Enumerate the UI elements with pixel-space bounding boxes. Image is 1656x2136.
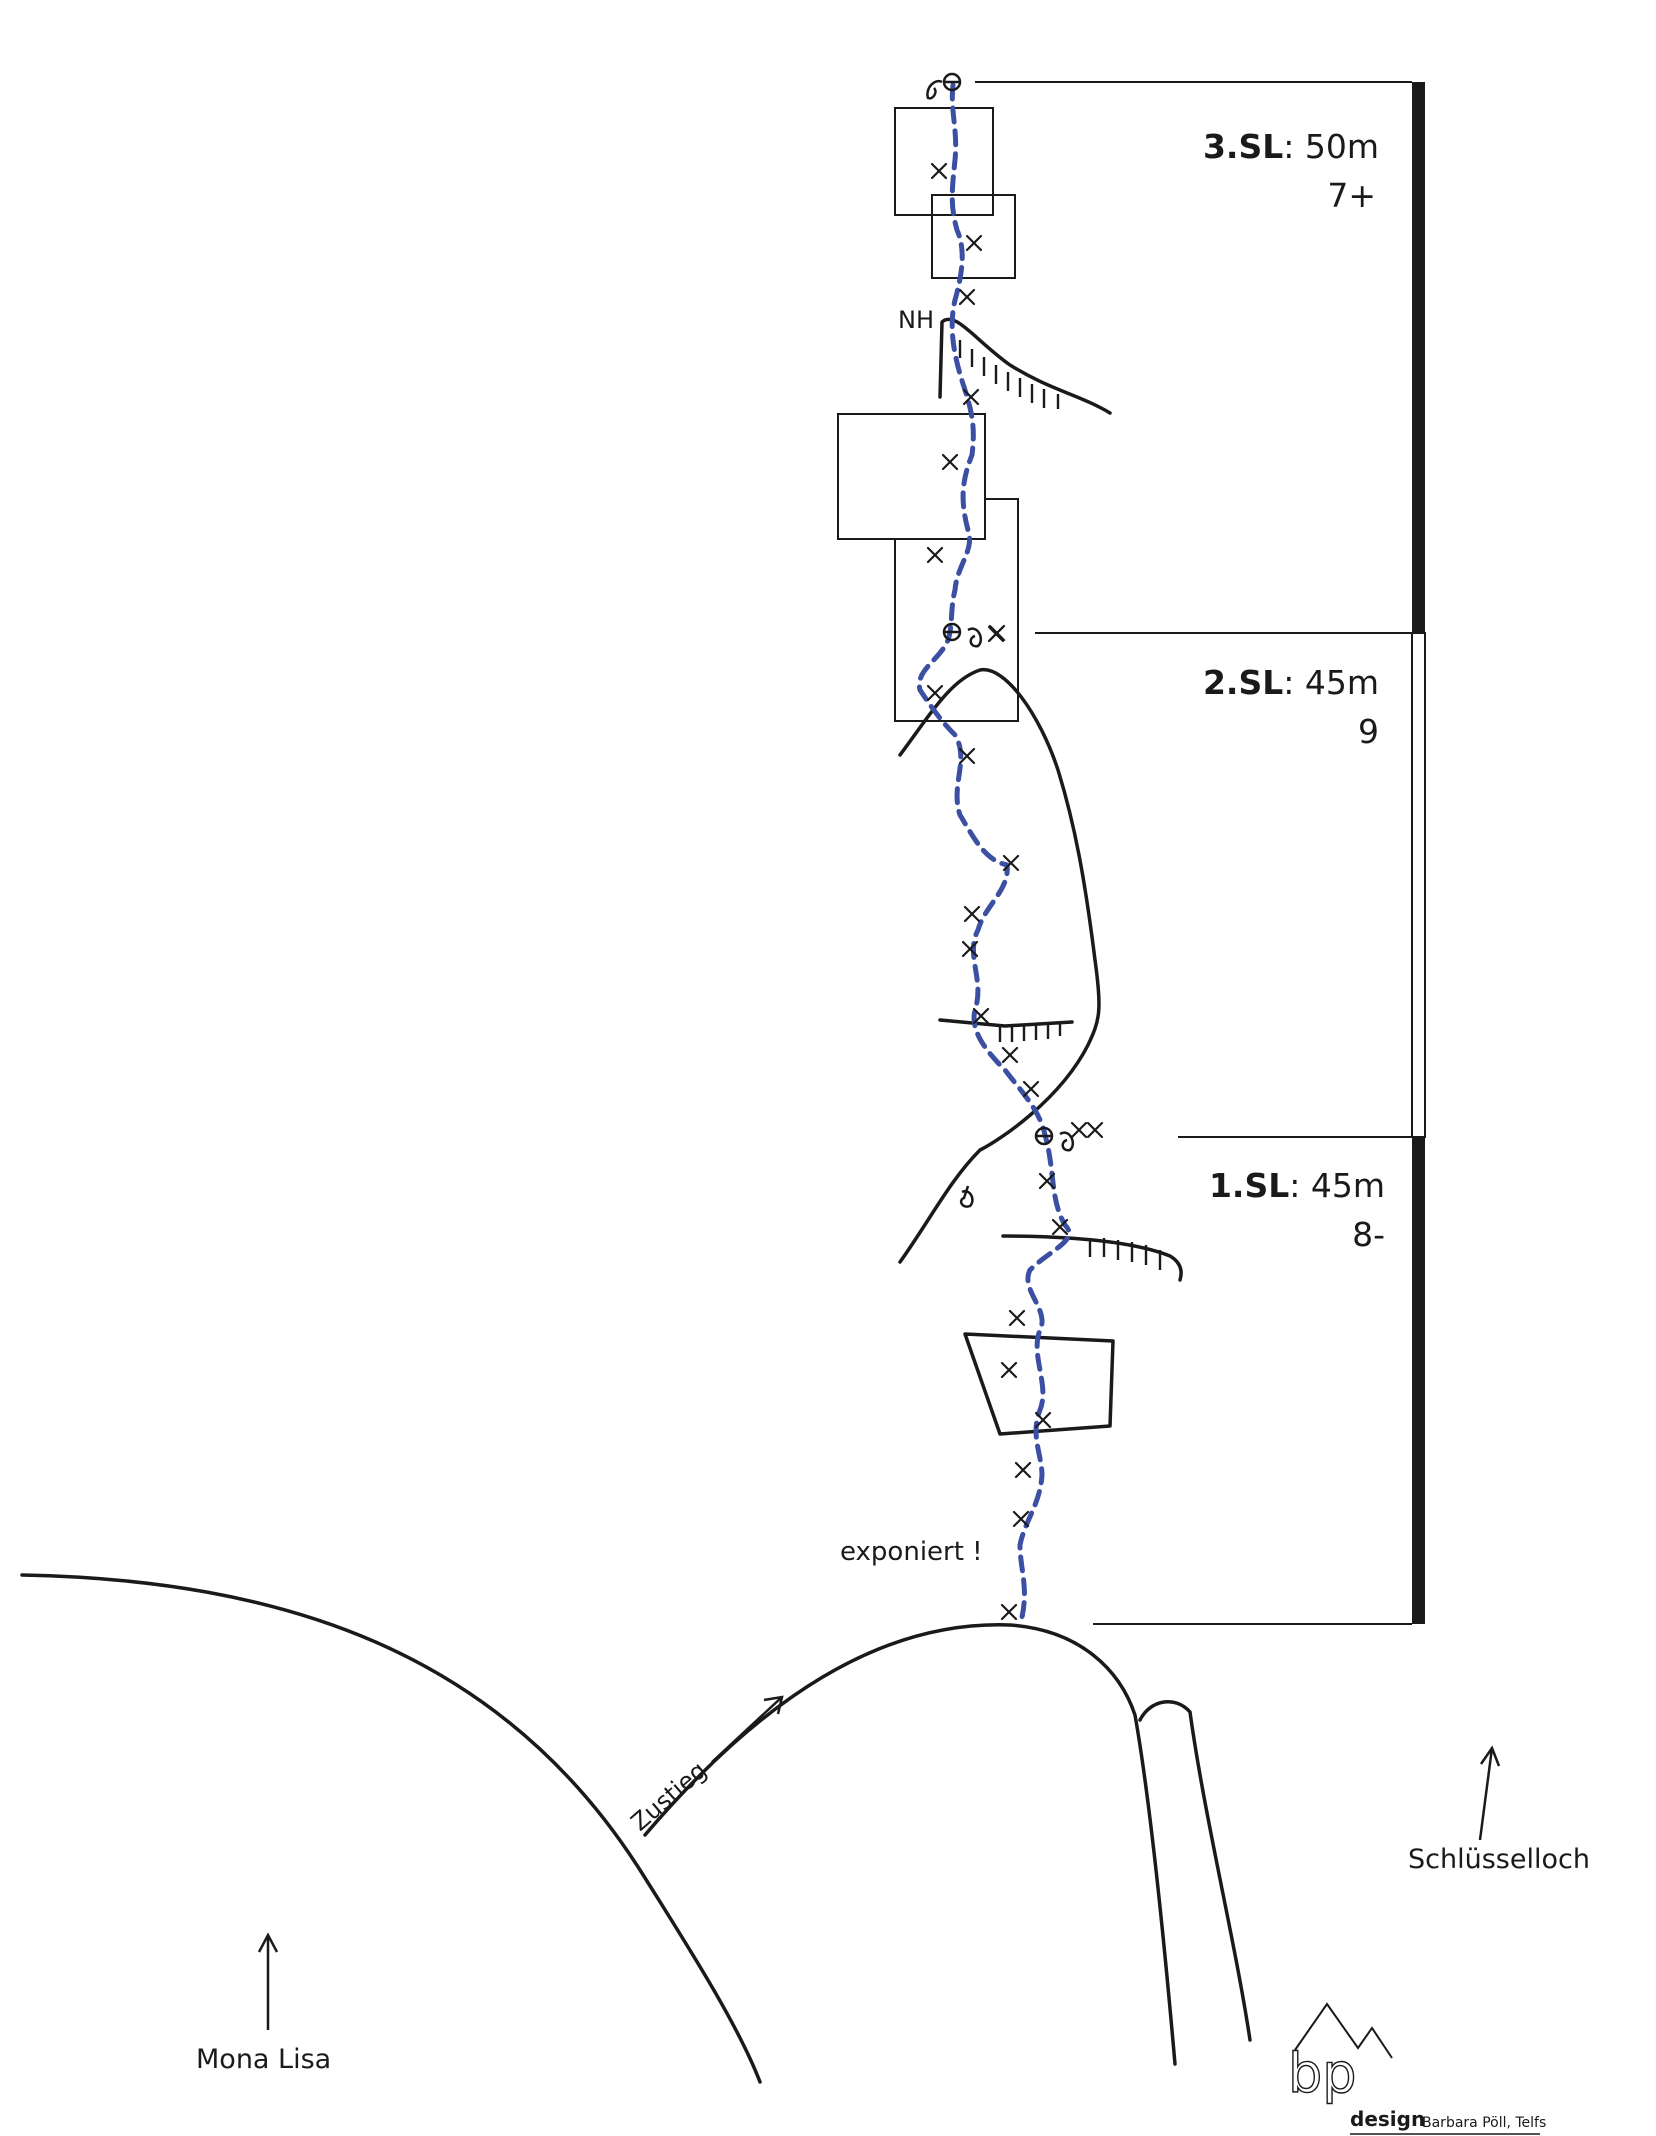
bolt-icon <box>1051 1218 1069 1236</box>
route-bolts <box>926 162 1104 1621</box>
approach-arrow-icon <box>711 1695 784 1763</box>
bolt-icon <box>941 453 959 471</box>
bolt-icon <box>1000 1361 1018 1379</box>
pitch2-grade: 9 <box>1358 712 1379 751</box>
bolt-icon <box>930 162 948 180</box>
pitch2-label: 2.SL: 45m <box>1203 663 1379 702</box>
bolt-icon <box>965 234 983 252</box>
belay-extra-bolt-icon <box>987 625 1005 643</box>
mona-lisa-arrow-icon <box>257 1932 279 2030</box>
logo-mark: bp <box>1288 2042 1357 2105</box>
pitch2-scale-segment <box>1411 632 1426 1138</box>
bolt-icon <box>1022 1080 1040 1098</box>
bolt-icon <box>963 905 981 923</box>
upper-roof-hatching <box>958 340 1060 409</box>
bolt-icon <box>1012 1510 1030 1528</box>
middle-block-feature <box>837 413 986 540</box>
pitch1-label: 1.SL: 45m <box>1209 1166 1385 1205</box>
bolt-icon <box>926 546 944 564</box>
route-line <box>916 82 1072 1628</box>
belay-station-pitch1-icon <box>1034 1126 1075 1152</box>
central-pillar-outline <box>643 1623 1177 2066</box>
bolt-icon <box>1008 1309 1026 1327</box>
keyhole-arrow-icon <box>1478 1745 1501 1841</box>
keyhole-label: Schlüsselloch <box>1408 1844 1590 1875</box>
left-hill-outline <box>20 1573 762 2084</box>
normal-hook-label: NH <box>898 306 934 334</box>
right-gully-outline <box>1138 1700 1252 2042</box>
pitch3-grade: 7+ <box>1327 176 1376 215</box>
bolt-icon <box>972 1007 990 1025</box>
pitch3-scale-segment <box>1412 82 1425 633</box>
logo-credit: Barbara Pöll, Telfs <box>1422 2115 1546 2131</box>
bolt-icon <box>1034 1411 1052 1429</box>
belay-station-pitch2-icon <box>942 622 983 648</box>
belay-station-top-icon <box>926 72 962 100</box>
pitch3-label: 3.SL: 50m <box>1203 127 1379 166</box>
piton-icon <box>959 1185 974 1208</box>
bolt-icon <box>958 747 976 765</box>
mona-lisa-label: Mona Lisa <box>196 2044 331 2075</box>
lower-slab-feature <box>963 1332 1115 1436</box>
bolt-icon <box>962 388 980 406</box>
exposed-label: exponiert ! <box>840 1537 983 1567</box>
pillar-outline <box>898 668 1101 1264</box>
lower-overhang-hatching <box>1088 1238 1162 1270</box>
belay-extra-bolt-icon <box>1086 1121 1104 1139</box>
pitch-scale-bar <box>975 81 1426 1625</box>
approach-label: Zustieg <box>626 1756 712 1836</box>
upper-roof-feature <box>938 317 1112 415</box>
middle-overhang-feature <box>938 1018 1074 1028</box>
middle-flake-feature <box>894 498 1019 722</box>
bolt-icon <box>961 940 979 958</box>
bolt-icon <box>1001 1046 1019 1064</box>
designer-logo: bp design Barbara Pöll, Telfs <box>1287 2002 1546 2135</box>
bolt-icon <box>1014 1461 1032 1479</box>
mountain-logo-icon <box>1294 2002 1393 2059</box>
bolt-icon <box>1002 854 1020 872</box>
middle-overhang-hatching <box>998 1022 1062 1042</box>
upper-small-block-feature <box>931 194 1016 279</box>
lower-overhang-feature <box>1001 1234 1183 1282</box>
pitch1-grade: 8- <box>1352 1215 1385 1254</box>
logo-word: design <box>1350 2107 1425 2131</box>
bolt-icon <box>958 288 976 306</box>
bolt-icon <box>1000 1603 1018 1621</box>
belay-extra-bolt-icon <box>1070 1121 1088 1139</box>
bolt-icon <box>926 684 944 702</box>
upper-block-feature <box>894 107 994 216</box>
bolt-icon <box>1038 1172 1056 1190</box>
pitch1-scale-segment <box>1412 1137 1425 1624</box>
